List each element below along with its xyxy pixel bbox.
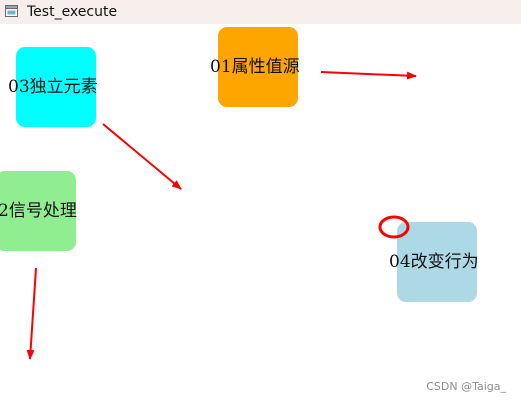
node-change-behavior-label: 04改变行为 <box>389 252 479 272</box>
node-independent-element-label: 03独立元素 <box>8 77 98 97</box>
window-titlebar[interactable]: Test_execute <box>0 0 521 24</box>
node-attribute-source[interactable] <box>218 27 298 107</box>
node-signal-processing[interactable] <box>0 171 76 251</box>
node-attribute-source-label: 01属性值源 <box>210 57 300 77</box>
app-window-icon <box>5 5 18 17</box>
csdn-watermark: CSDN @Taiga_ <box>426 380 506 393</box>
node-change-behavior[interactable] <box>397 222 477 302</box>
node-signal-processing-label: 2信号处理 <box>0 201 77 221</box>
node-independent-element[interactable] <box>16 47 96 127</box>
window-title: Test_execute <box>27 4 118 20</box>
